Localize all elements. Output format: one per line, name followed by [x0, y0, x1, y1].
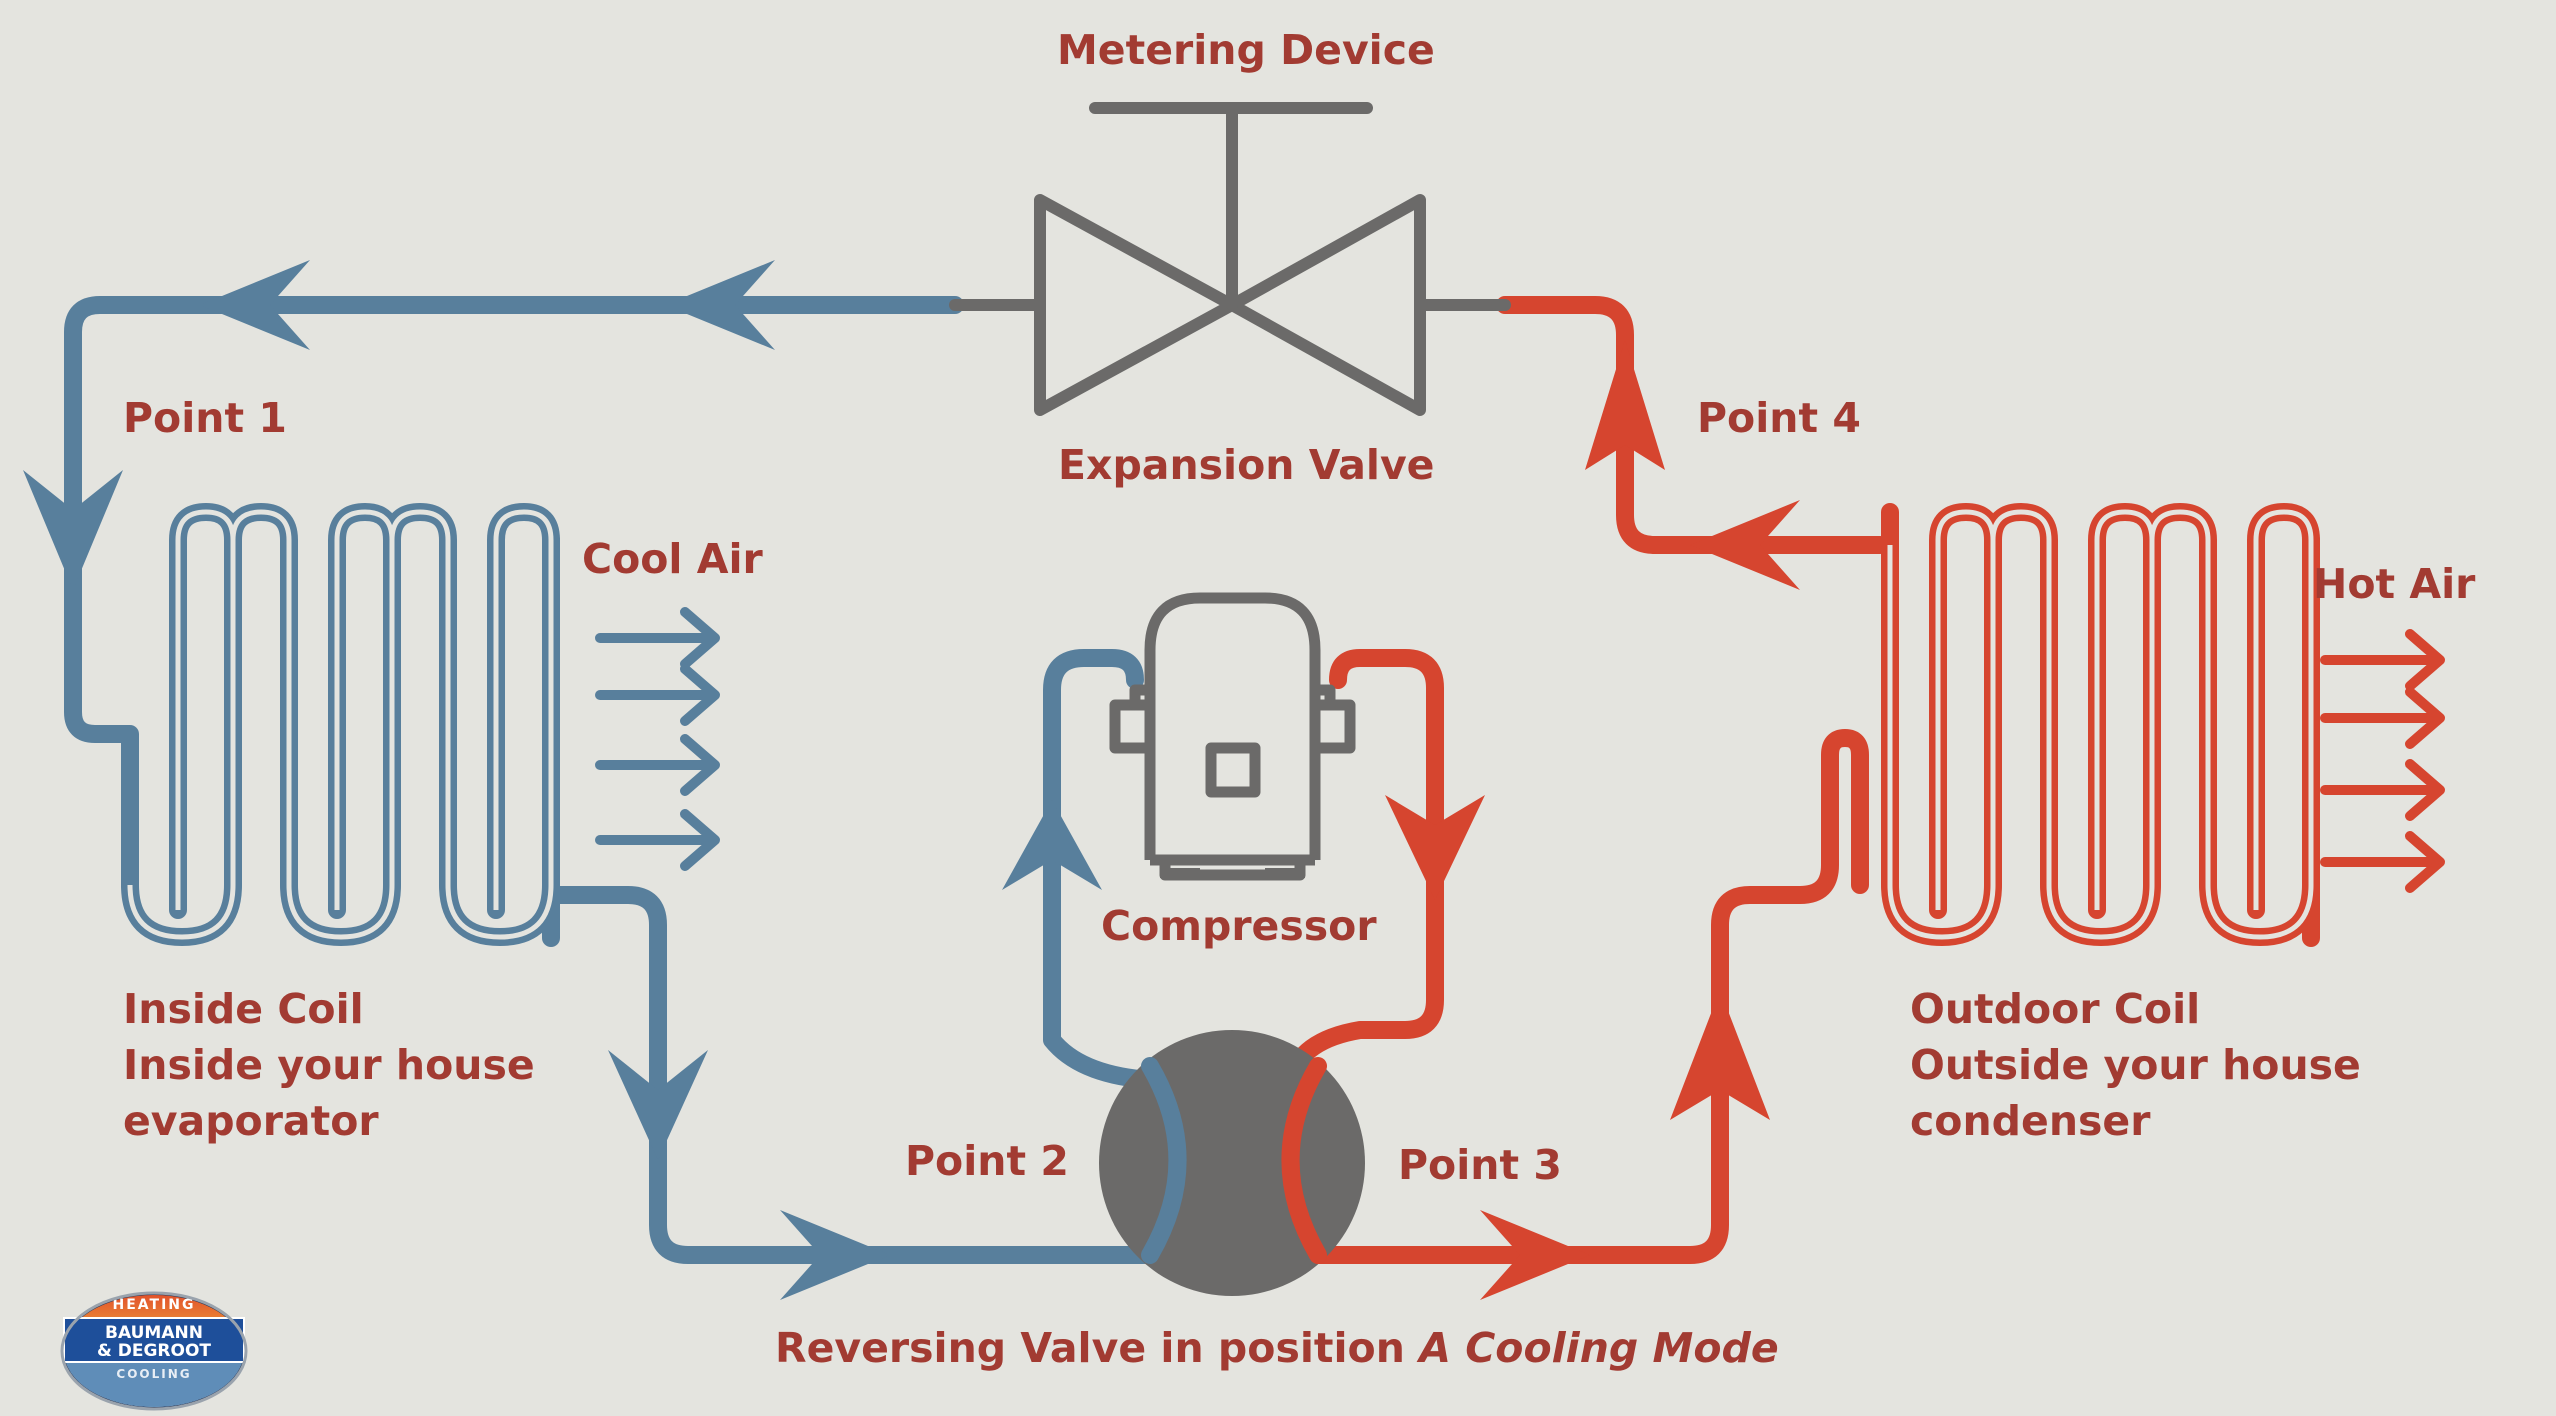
- reversing-valve-caption: Reversing Valve in position A Cooling Mo…: [775, 1320, 1779, 1376]
- point-2-label: Point 2: [905, 1137, 1069, 1185]
- cool-liquid-line: [64, 296, 964, 894]
- flow-arrow-right-2: [1480, 1210, 1590, 1300]
- flow-arrow-left-point4: [1690, 500, 1800, 590]
- outdoor-coil-role: condenser: [1910, 1097, 2151, 1145]
- hot-discharge-line: [1309, 729, 1869, 1264]
- inside-coil-title: Inside Coil: [123, 985, 364, 1033]
- logo-name-line-1: BAUMANN: [105, 1323, 203, 1343]
- flow-arrow-right-1: [780, 1210, 890, 1300]
- flow-arrow-left-2: [200, 260, 310, 350]
- logo-top-text: HEATING: [113, 1297, 196, 1313]
- flow-arrow-down-2: [608, 1050, 708, 1160]
- cool-suction-line: [542, 886, 1159, 1264]
- flow-arrow-left-1: [665, 260, 775, 350]
- outdoor-coil-location: Outside your house: [1910, 1041, 2361, 1089]
- inside-coil-role: evaporator: [123, 1097, 379, 1145]
- reversing-valve-icon: [1099, 1030, 1365, 1296]
- hot-air-arrows: [2320, 629, 2445, 893]
- hot-air-label: Hot Air: [2313, 560, 2476, 608]
- flow-arrow-up-point4: [1585, 340, 1665, 470]
- flow-arrow-up-compressor: [1002, 800, 1102, 890]
- expansion-valve-label: Expansion Valve: [1058, 441, 1435, 489]
- expansion-valve-icon: [949, 102, 1511, 416]
- cool-air-arrows: [595, 607, 720, 871]
- point-3-label: Point 3: [1398, 1141, 1562, 1189]
- compressor-suction-line: [1043, 649, 1159, 1089]
- compressor-icon: [1109, 592, 1356, 881]
- reversing-valve-caption-prefix: Reversing Valve in position: [775, 1324, 1405, 1372]
- flow-arrow-up-outdoor: [1670, 990, 1770, 1120]
- flow-arrow-down-1: [23, 470, 123, 590]
- flow-arrow-down-compressor: [1385, 795, 1485, 900]
- company-logo: HEATING BAUMANN & DEGROOT COOLING: [60, 1291, 248, 1411]
- compressor-label: Compressor: [1101, 902, 1377, 950]
- metering-device-label: Metering Device: [1057, 26, 1435, 74]
- reversing-valve-caption-mode: A Cooling Mode: [1419, 1324, 1779, 1372]
- logo-name-line-2: & DEGROOT: [97, 1341, 211, 1361]
- cool-air-label: Cool Air: [582, 535, 763, 583]
- logo-bottom-text: COOLING: [116, 1367, 191, 1381]
- point-1-label: Point 1: [123, 394, 287, 442]
- outdoor-coil-title: Outdoor Coil: [1910, 985, 2201, 1033]
- inside-coil-location: Inside your house: [123, 1041, 535, 1089]
- point-4-label: Point 4: [1697, 394, 1861, 442]
